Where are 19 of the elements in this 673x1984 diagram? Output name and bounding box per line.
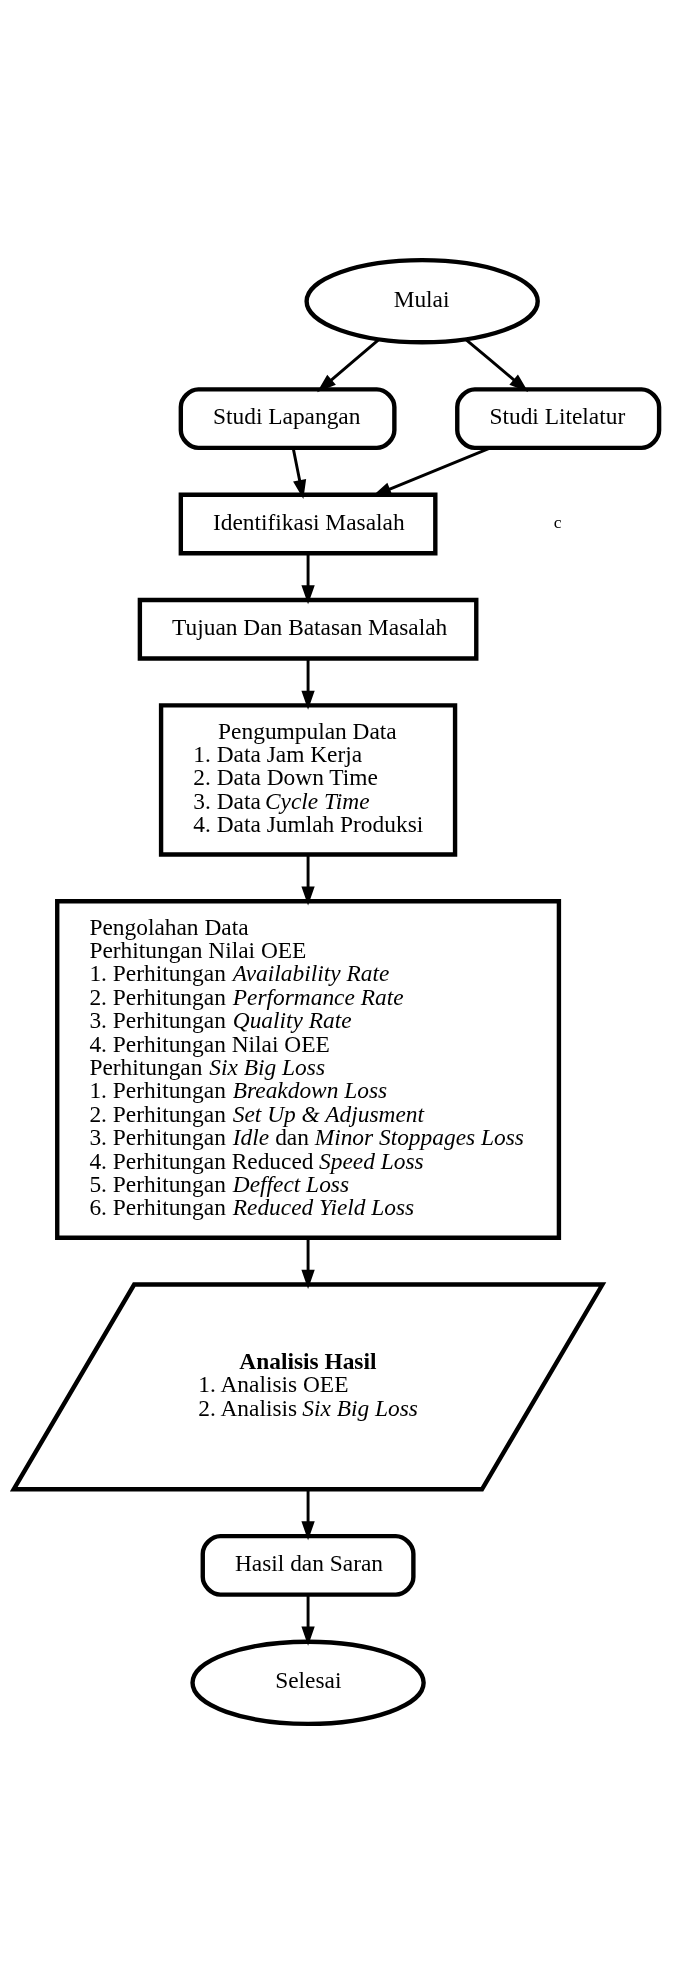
arrow — [465, 338, 529, 392]
node-ellipse: Mulai — [304, 257, 540, 345]
node-box: Pengolahan Data Perhitungan Nilai OEE 1. Perhitungan Availability Rate 2. Perhitungan Performance Rate 3. Perhitungan Quality Rate 4. Perhitungan Nilai OEE Perhitungan Six Big Loss 1. Perhitungan Breakdown Loss 2. Perhitungan Set Up & Adjusment 3. Perhitungan Idle dan Minor Stoppages Loss 4. Perhitungan Reduced Speed Loss 5. Perhitungan Deffect Loss 6. Perhitungan Reduced Yield Loss — [55, 899, 562, 1240]
arrow — [291, 447, 307, 499]
arrow — [317, 338, 380, 393]
label: c — [553, 512, 562, 533]
node-box: Identifikasi Masalah — [178, 492, 438, 556]
arrow — [301, 553, 315, 605]
arrow — [301, 854, 315, 906]
arrow — [301, 1237, 315, 1289]
node-box: Studi Lapangan — [178, 387, 397, 451]
node-ellipse: Selesai — [190, 1639, 426, 1727]
arrow — [301, 1595, 315, 1646]
arrow — [301, 1489, 315, 1541]
node-box: Pengumpulan Data 1. Data Jam Kerja 2. Data Down Time 3. Data Cycle Time 4. Data Jumlah Produksi — [158, 703, 458, 857]
node-box: Hasil dan Saran — [200, 1533, 416, 1597]
node-box: Studi Litelatur — [455, 387, 662, 451]
arrow — [301, 659, 315, 710]
node-box: Tujuan Dan Batasan Masalah — [137, 597, 479, 661]
